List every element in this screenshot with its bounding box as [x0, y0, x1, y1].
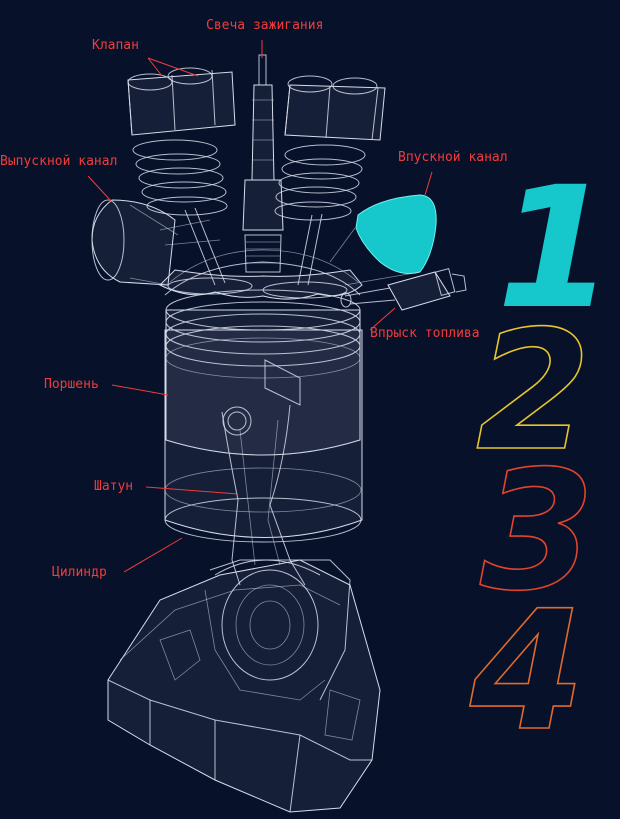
stroke-number-4: 4: [469, 575, 585, 767]
right-valve: [263, 76, 385, 298]
label-valve: Клапан: [92, 38, 139, 53]
piston: [166, 290, 360, 455]
spark-plug: [243, 55, 283, 272]
label-exhaust-port: Выпускной канал: [0, 154, 117, 169]
exhaust-port: [92, 200, 178, 285]
stroke-numbers: 1 2 3 4: [469, 152, 613, 767]
label-intake-port: Впускной канал: [398, 150, 508, 165]
label-piston: Поршень: [44, 377, 99, 392]
label-connecting-rod: Шатун: [94, 479, 133, 494]
label-fuel-injection: Впрыск топлива: [370, 326, 480, 341]
label-cylinder: Цилиндр: [52, 565, 107, 580]
label-spark-plug: Свеча зажигания: [206, 18, 323, 33]
cylinder-head: [160, 250, 362, 299]
crankcase: [108, 560, 380, 812]
